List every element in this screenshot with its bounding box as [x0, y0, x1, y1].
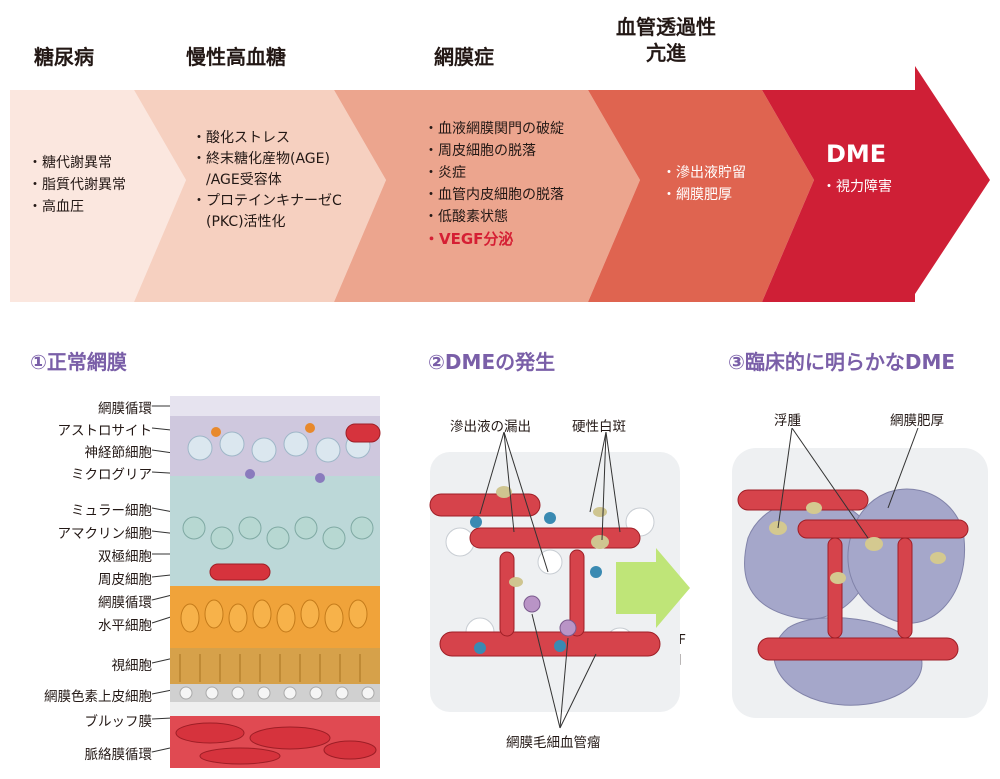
label-edema: 浮腫	[774, 413, 801, 429]
label-choroidal-circulation: 脈絡膜循環	[84, 747, 153, 763]
list-item: /AGE受容体	[206, 172, 282, 188]
label-rpe-cell: 網膜色素上皮細胞	[44, 689, 152, 705]
stage-title-retinopathy: 網膜症	[434, 45, 494, 69]
list-item: 炎症	[424, 162, 564, 184]
stage-3-bullets: 血液網膜関門の破綻 周皮細胞の脱落 炎症 血管内皮細胞の脱落 低酸素状態 VEG…	[424, 118, 564, 250]
label-muller-cell: ミュラー細胞	[71, 503, 152, 519]
label-bruch-membrane: ブルッフ膜	[84, 714, 153, 730]
list-item: 網膜肥厚	[662, 184, 746, 206]
stage-2-bullets: 酸化ストレス 終末糖化産物(AGE) /AGE受容体 プロテインキナーゼC (P…	[192, 128, 342, 233]
list-item: 糖代謝異常	[28, 152, 126, 174]
label-microaneurysm: 網膜毛細血管瘤	[506, 735, 601, 751]
stage-5-bullets: 視力障害	[822, 176, 892, 198]
label-microglia: ミクログリア	[71, 467, 152, 483]
stage-title-hyperglycemia: 慢性高血糖	[186, 45, 286, 69]
list-item: 視力障害	[822, 176, 892, 198]
label-horizontal-cell: 水平細胞	[98, 618, 152, 634]
label-ganglion-cell: 神経節細胞	[84, 445, 153, 461]
list-item: (PKC)活性化	[206, 214, 286, 230]
stage-title-diabetes: 糖尿病	[34, 45, 94, 69]
list-item: 血管内皮細胞の脱落	[424, 184, 564, 206]
stage-4-bullets: 滲出液貯留 網膜肥厚	[662, 162, 746, 206]
stage-1-bullets: 糖代謝異常 脂質代謝異常 高血圧	[28, 152, 126, 218]
section-heading-dme-onset: ②DMEの発生	[428, 350, 556, 374]
list-item: 周皮細胞の脱落	[424, 140, 564, 162]
label-retinal-circulation: 網膜循環	[98, 401, 152, 417]
label-amacrine-cell: アマクリン細胞	[57, 526, 153, 542]
list-item: 血液網膜関門の破綻	[424, 118, 564, 140]
list-item: 終末糖化産物(AGE)	[192, 149, 342, 170]
label-photoreceptor: 視細胞	[111, 658, 153, 674]
normal-retina-illustration	[151, 396, 381, 768]
label-retinal-thickening: 網膜肥厚	[890, 413, 944, 429]
section-heading-clinical-dme: ③臨床的に明らかなDME	[728, 350, 956, 374]
list-item: 低酸素状態	[424, 206, 564, 228]
stage-title-permeability: 血管透過性 亢進	[616, 15, 716, 65]
list-item: 酸化ストレス	[192, 128, 342, 149]
label-hard-exudate: 硬性白斑	[572, 419, 626, 435]
vegf-highlight: VEGF分泌	[424, 228, 564, 250]
label-exudate-leak: 滲出液の漏出	[450, 419, 531, 435]
dme-onset-illustration	[429, 432, 690, 729]
label-bipolar-cell: 双極細胞	[98, 549, 152, 565]
list-item: 滲出液貯留	[662, 162, 746, 184]
label-astrocyte: アストロサイト	[57, 423, 153, 439]
stage-title-dme: DME	[826, 140, 887, 168]
label-pericyte: 周皮細胞	[98, 572, 152, 588]
list-item: 脂質代謝異常	[28, 174, 126, 196]
list-item: プロテインキナーゼC	[192, 191, 342, 212]
label-retinal-circulation-2: 網膜循環	[98, 595, 152, 611]
list-item: 高血圧	[28, 196, 126, 218]
section-heading-normal-retina: ①正常網膜	[30, 350, 127, 374]
clinical-dme-illustration	[732, 428, 988, 718]
